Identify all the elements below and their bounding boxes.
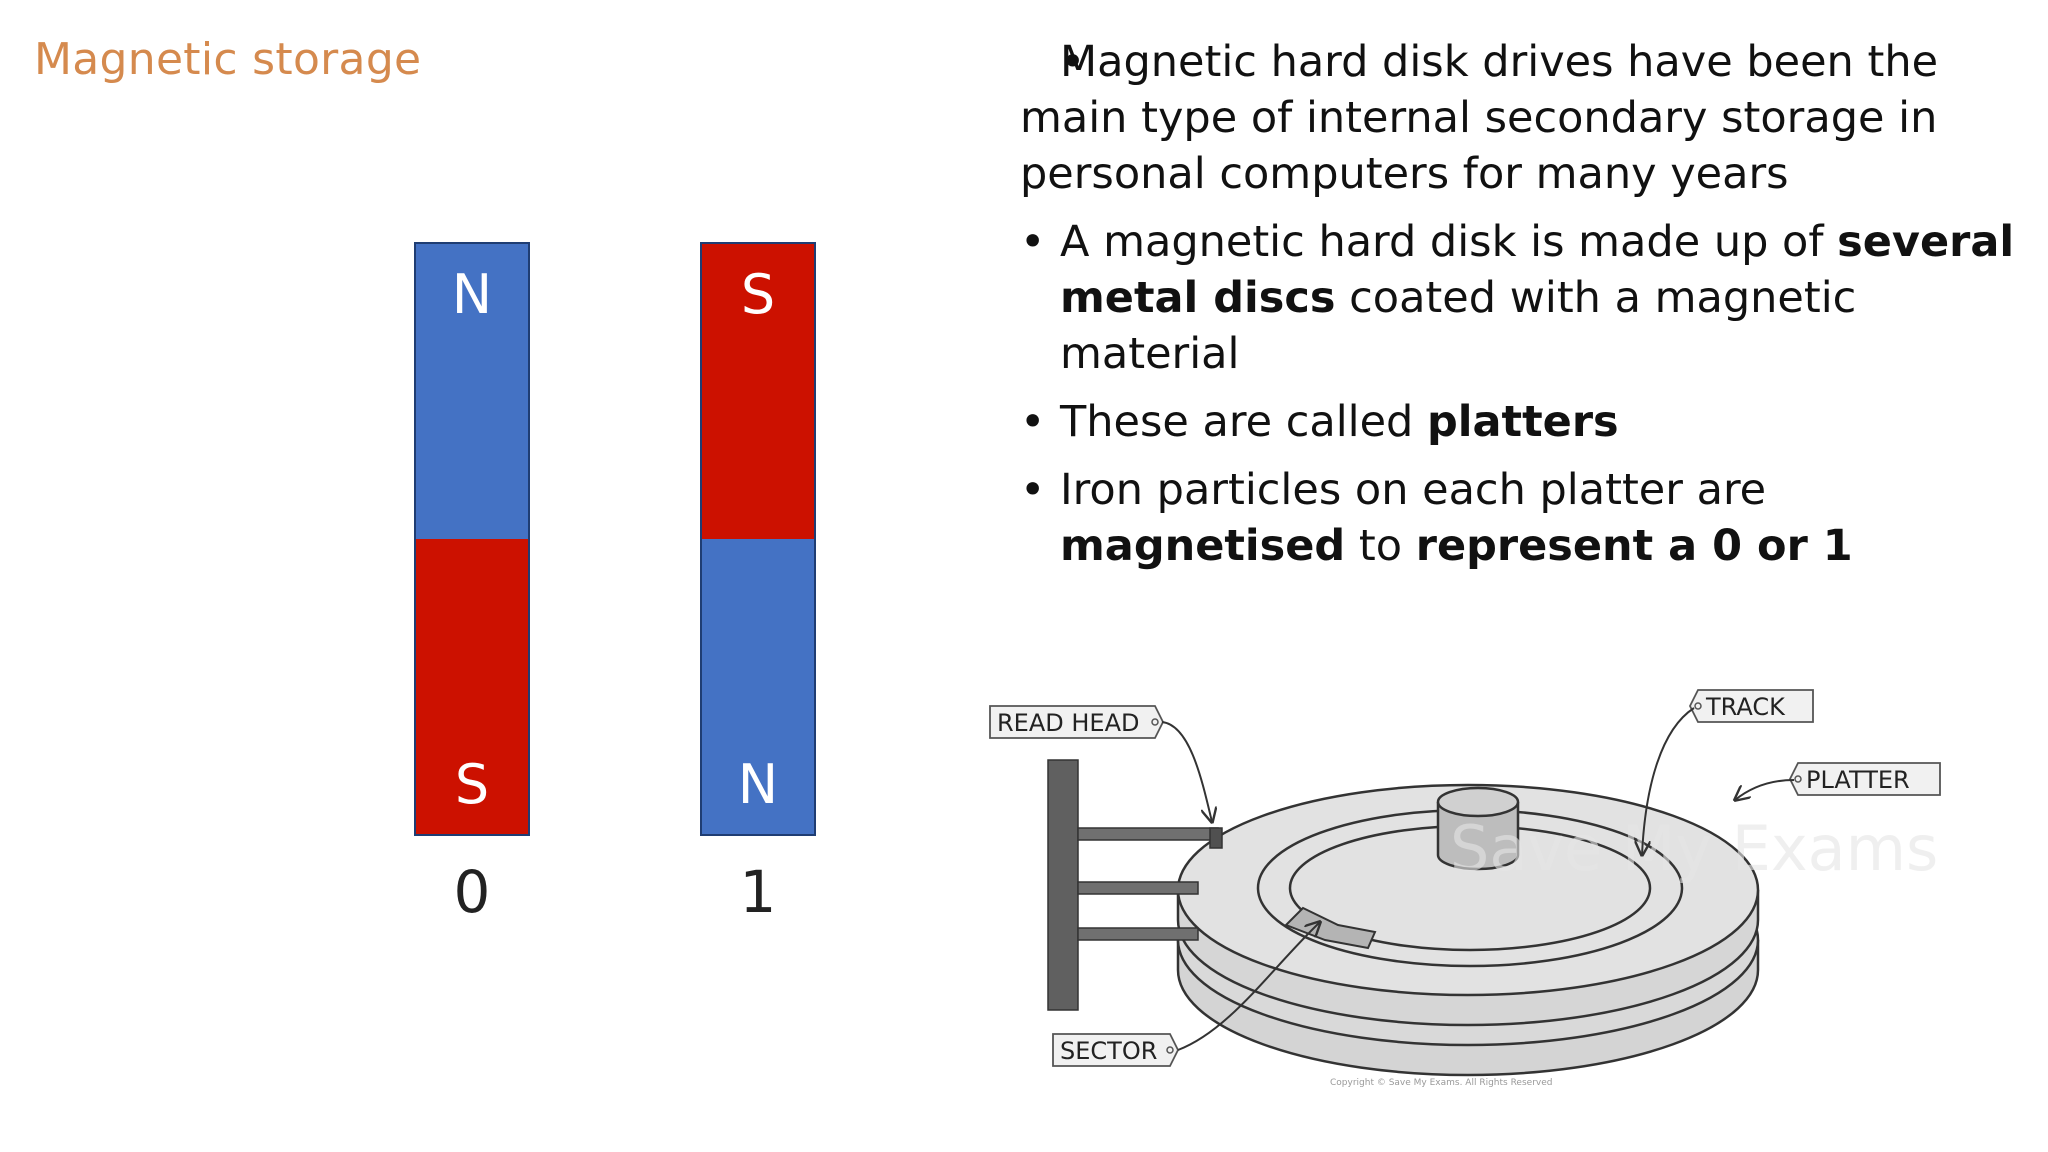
bullet-text: A magnetic hard disk is made up of xyxy=(1060,217,1838,267)
bullet-item: • These are called platters xyxy=(1020,394,2020,450)
bullet-item: •Magnetic hard disk drives have been the… xyxy=(1020,34,2020,202)
label-read-head: READ HEAD xyxy=(989,705,1165,739)
magnet-south-half: S xyxy=(416,539,528,834)
copyright-text: Copyright © Save My Exams. All Rights Re… xyxy=(1330,1078,1552,1088)
bullet-dot-icon: • xyxy=(1020,397,1046,447)
bullet-item: • A magnetic hard disk is made up of seve… xyxy=(1020,214,2020,382)
svg-text:READ HEAD: READ HEAD xyxy=(997,709,1139,737)
bullet-text: coated with a magnetic material xyxy=(1060,273,1857,379)
pole-label: N xyxy=(451,263,493,326)
magnet-south-half: S xyxy=(702,244,814,539)
svg-text:TRACK: TRACK xyxy=(1705,693,1786,721)
bullet-dot-icon: • xyxy=(1060,37,1086,87)
bullet-text: to xyxy=(1345,521,1416,571)
label-track: TRACK xyxy=(1688,689,1814,723)
svg-text:SECTOR: SECTOR xyxy=(1060,1037,1157,1065)
sector-segment xyxy=(1284,906,1377,950)
hard-disk-diagram: Save My Exams READ HEAD TRACK PLATTER SE… xyxy=(989,689,1941,1088)
track-arrow xyxy=(1642,707,1695,855)
bullet-list: •Magnetic hard disk drives have been the… xyxy=(1020,34,2020,586)
pole-label: N xyxy=(737,753,779,816)
watermark-text: Save My Exams xyxy=(1450,812,1938,885)
label-sector: SECTOR xyxy=(1052,1033,1180,1067)
read-head-arrow xyxy=(1161,721,1212,822)
pole-label: S xyxy=(454,753,490,816)
bit-label-1: 1 xyxy=(739,858,777,926)
bullet-text: Iron particles on each platter are xyxy=(1060,465,1767,515)
bullet-dot-icon: • xyxy=(1020,465,1046,515)
sector-arrow xyxy=(1177,922,1320,1051)
bit-label-0: 0 xyxy=(453,858,491,926)
bullet-emphasis: represent a 0 or 1 xyxy=(1415,521,1853,571)
read-head-arm xyxy=(1047,759,1223,1011)
bullet-emphasis: magnetised xyxy=(1060,521,1346,571)
spindle xyxy=(1436,786,1520,871)
pole-label: S xyxy=(740,263,776,326)
magnet-north-half: N xyxy=(416,244,528,539)
bar-magnet-1: S N xyxy=(700,242,816,836)
bullet-text: These are called xyxy=(1060,397,1428,447)
bullet-item: • Iron particles on each platter are magn… xyxy=(1020,462,2020,574)
bullet-dot-icon: • xyxy=(1020,217,1046,267)
bullet-emphasis: platters xyxy=(1427,397,1619,447)
platter-arrow xyxy=(1735,779,1795,800)
bullet-emphasis: several metal discs xyxy=(1060,217,2015,323)
magnet-north-half: N xyxy=(702,539,814,834)
slide-title: Magnetic storage xyxy=(34,34,422,85)
bar-magnet-0: N S xyxy=(414,242,530,836)
label-platter: PLATTER xyxy=(1788,762,1941,796)
bullet-text: Magnetic hard disk drives have been the … xyxy=(1020,37,1939,199)
svg-text:PLATTER: PLATTER xyxy=(1806,766,1910,794)
